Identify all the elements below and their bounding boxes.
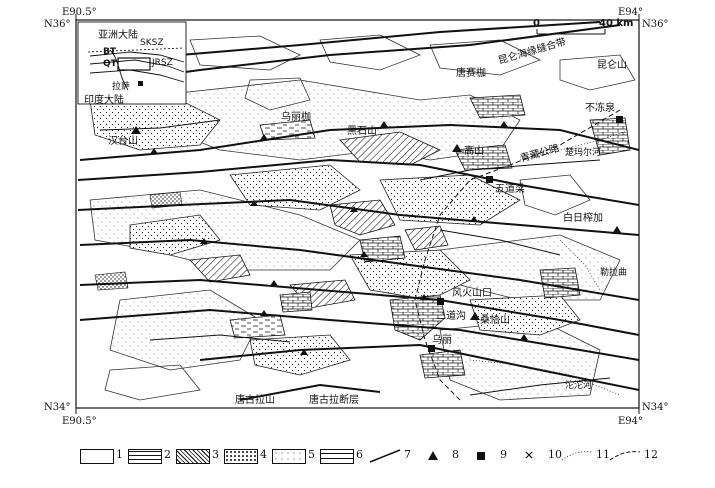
label-tangsai: 唐赛枷 [456,68,486,79]
inset-asia-label: 亚洲大陆 [98,30,138,41]
corner-top-right-lat: N36° [642,19,669,30]
label-gaoshan: 高山 [464,146,484,157]
corner-bottom-left-lon: E90.5° [62,416,97,427]
corner-bottom-left-lat: N34° [44,402,71,413]
inset-qt-label: QT [103,59,117,69]
legend-number: 8 [452,448,459,461]
legend-swatch-6 [320,449,354,464]
legend-fault-symbol [369,449,401,463]
label-wuli: 乌丽 [432,335,452,346]
legend-number: 7 [404,448,411,461]
peak-icon [428,451,438,460]
label-kunlun-mountain: 昆仑山 [597,60,627,71]
legend-river-symbol [561,451,593,461]
label-heishishan: 黑石山 [347,126,377,137]
label-tanggula-fault: 唐古拉断层 [309,395,359,406]
inset-lhasa-label: 拉萨 [112,82,131,92]
inset-jrsz-label: JRSZ [152,58,173,68]
legend-number: 1 [116,448,123,461]
label-chumar-river: 楚玛尔河 [565,148,602,158]
legend-number: 5 [308,448,315,461]
legend-swatch-5 [272,449,306,464]
label-baorimaijia: 白日榨加 [563,213,603,224]
label-tuotuohe: 沱沱河 [565,381,593,391]
label-wudaoliang-area: 乌丽枷 [281,112,311,123]
corner-top-left-lon: E90.5° [62,7,97,18]
legend-number: 10 [548,448,562,461]
label-wudaoliang: 五道梁 [495,184,525,195]
legend-number: 9 [500,448,507,461]
label-tuotuo-qu: 勒拉曲 [600,268,628,278]
label-tanggulashan: 唐古拉山 [235,395,275,406]
legend-number: 12 [644,448,658,461]
corner-bottom-right-lon: E94° [618,416,644,427]
legend-swatch-4 [224,449,258,464]
scale-zero: 0 [533,18,540,29]
corner-top-right-lon: E94° [618,7,644,18]
label-sangqiashan: 桑恰山 [480,315,510,326]
label-fenghuoshankou: 风火山口 [452,288,492,299]
corner-bottom-right-lat: N34° [642,402,669,413]
legend-number: 3 [212,448,219,461]
legend-swatch-1 [80,449,114,464]
town-icon [477,452,485,460]
inset-bt-label: BT [103,47,116,57]
label-hanxishan: 汉台山 [108,136,138,147]
legend-number: 4 [260,448,267,461]
legend-number: 6 [356,448,363,461]
legend-number: 11 [596,448,610,461]
cross-icon [525,451,533,459]
label-erdaogou: 二道沟 [436,311,466,322]
corner-top-left-lat: N36° [44,19,71,30]
scale-distance: 40 km [599,18,634,29]
inset-india-label: 印度大陆 [84,95,124,106]
label-budongquan: 不冻泉 [585,103,615,114]
legend-swatch-3 [176,449,210,464]
legend-number: 2 [164,448,171,461]
legend-road-symbol [609,451,641,461]
legend-swatch-2 [128,449,162,464]
inset-sksz-label: SKSZ [140,38,164,48]
legend: 1 2 3 4 5 6 7 8 9 [80,446,680,466]
